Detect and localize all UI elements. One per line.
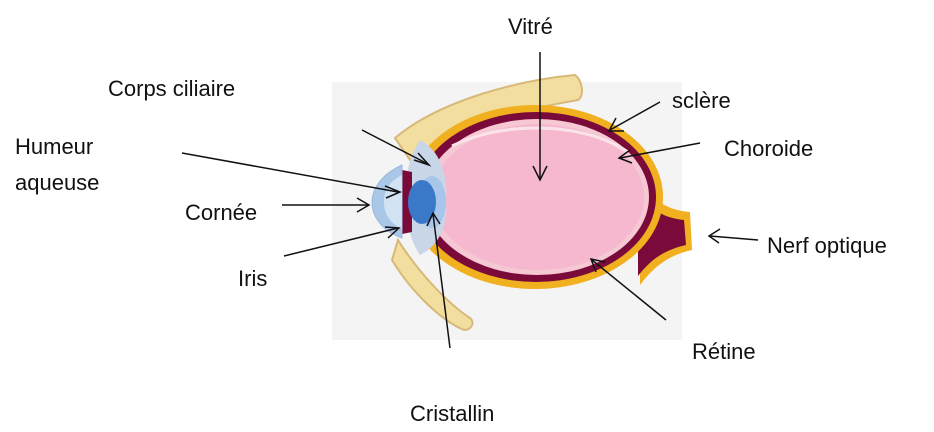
label-iris: Iris bbox=[238, 266, 267, 292]
label-choroide: Choroide bbox=[724, 136, 813, 162]
vitreous-shape bbox=[432, 124, 644, 270]
label-cristallin: Cristallin bbox=[410, 401, 494, 427]
label-retine: Rétine bbox=[692, 339, 756, 365]
pupil-lens-shape bbox=[408, 180, 436, 224]
arrow-nerf-optique bbox=[709, 229, 758, 243]
label-humeur-line2: aqueuse bbox=[15, 170, 99, 196]
label-sclere: sclère bbox=[672, 88, 731, 114]
label-humeur-line1: Humeur bbox=[15, 134, 99, 160]
label-vitre: Vitré bbox=[508, 14, 553, 40]
label-corps-ciliaire: Corps ciliaire bbox=[108, 76, 235, 102]
label-nerf-optique: Nerf optique bbox=[767, 233, 887, 259]
label-cornee: Cornée bbox=[185, 200, 257, 226]
label-humeur-aqueuse: Humeur aqueuse bbox=[15, 134, 99, 196]
